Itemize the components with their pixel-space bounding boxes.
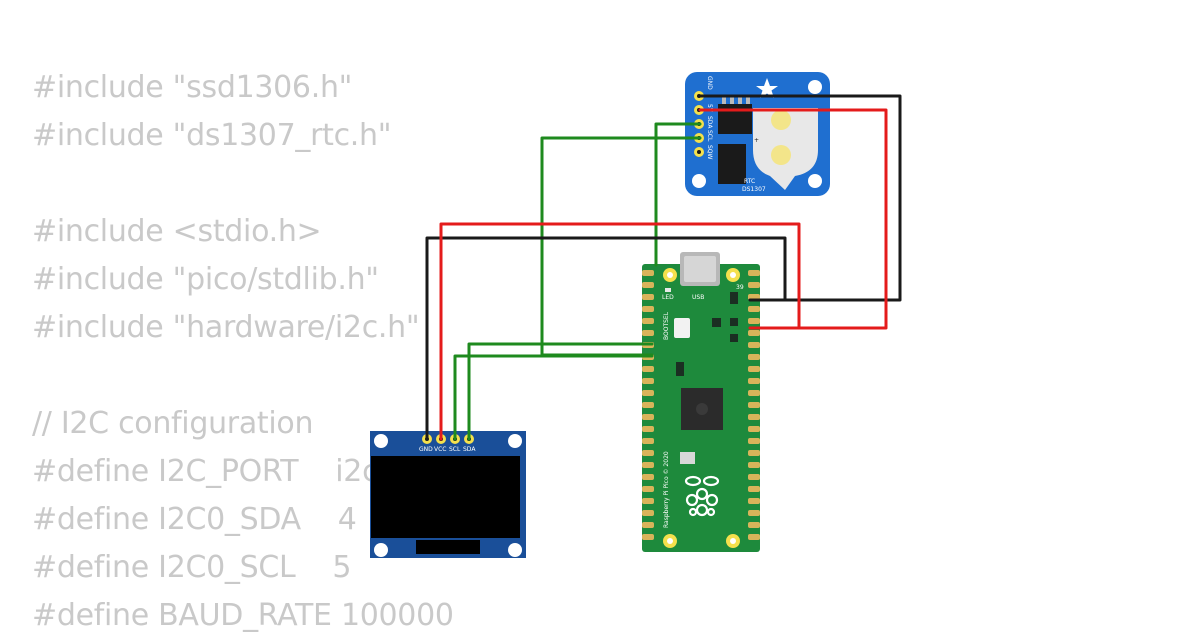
rtc-pin-scl: SCL [706, 130, 713, 142]
wire-oled-sda [467, 342, 654, 441]
led-indicator [665, 288, 671, 292]
code-line: // I2C configuration [32, 406, 314, 441]
rtc-module[interactable]: GND 5V SDA SCL SQW + RTC DS1307 [685, 72, 830, 196]
code-listing: #include "ssd1306.h" #include "ds1307_rt… [32, 64, 454, 640]
crystal [718, 144, 746, 184]
wire-oled-vcc [439, 222, 801, 441]
battery-plus-mark: + [754, 137, 759, 144]
wire-oled-scl [453, 354, 654, 441]
pin-number-label: 39 [736, 284, 744, 291]
led-label: LED [662, 294, 674, 301]
raspberry-logo-icon [684, 475, 720, 517]
rtc-pin-sqw: SQW [706, 145, 713, 160]
rtc-pin-sda: SDA [706, 116, 713, 129]
wire-rtc-5v [698, 108, 888, 330]
rtc-pin-5v: 5V [706, 104, 713, 113]
oled-pin-sda: SDA [463, 446, 476, 453]
code-line: #define I2C0_SDA 4 [32, 502, 357, 537]
wire-rtc-gnd [698, 94, 902, 302]
pico-silkscreen: Raspberry Pi Pico © 2020 [663, 451, 670, 528]
oled-pin-scl: SCL [449, 446, 461, 453]
bootsel-button[interactable] [674, 318, 690, 338]
star-logo-icon [756, 78, 778, 98]
code-line: #include "hardware/i2c.h" [32, 310, 420, 345]
oled-pin-vcc: VCC [434, 446, 446, 453]
code-line: #include "pico/stdlib.h" [32, 262, 379, 297]
rtc-chip-label: DS1307 [742, 186, 766, 193]
bootsel-label: BOOTSEL [663, 311, 670, 340]
rtc-title: RTC [744, 178, 755, 185]
code-line: #define BAUD_RATE 100000 [32, 598, 454, 633]
oled-pin-gnd: GND [419, 446, 433, 453]
code-line: #include "ds1307_rtc.h" [32, 118, 392, 153]
pico-board[interactable]: LED USB 39 BOOTSEL Raspberry Pi Pico © 2… [642, 252, 760, 552]
code-line: #include "ssd1306.h" [32, 70, 353, 105]
code-line: #include <stdio.h> [32, 214, 322, 249]
wire-oled-gnd [425, 236, 787, 441]
rtc-pin-gnd: GND [706, 76, 713, 90]
usb-label: USB [692, 294, 704, 301]
wire-rtc-sda [654, 122, 702, 267]
code-line: #define I2C0_SCL 5 [32, 550, 352, 585]
oled-display-module[interactable]: GND VCC SCL SDA [370, 431, 526, 558]
oled-screen [371, 456, 520, 538]
